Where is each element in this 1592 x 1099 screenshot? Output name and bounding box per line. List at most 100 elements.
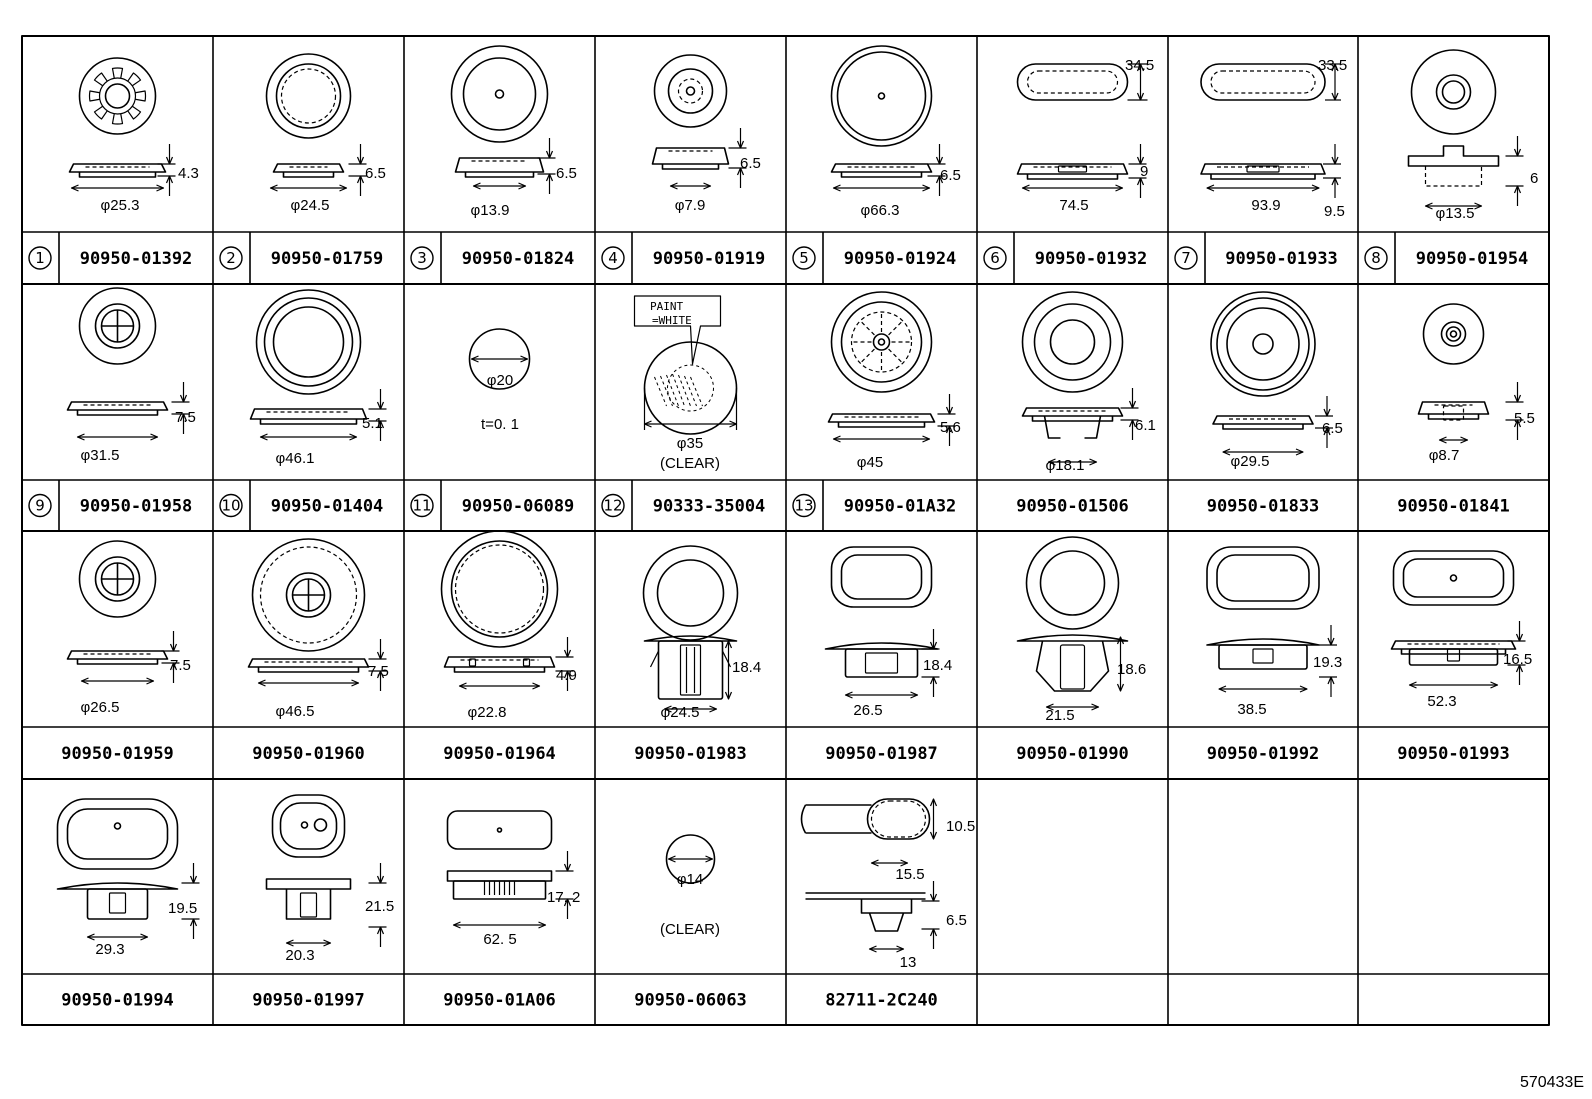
- dimension-label: 20.3: [285, 947, 314, 964]
- part-drawing: [1021, 291, 1139, 466]
- part-drawing: [827, 291, 956, 446]
- callout-number: 11: [410, 493, 434, 518]
- callout-number: 9: [28, 493, 52, 518]
- dimension-label: φ24.5: [291, 197, 330, 214]
- part-number: 90950-01958: [80, 497, 193, 517]
- dimension-label: 4.9: [556, 667, 577, 684]
- dimension-label: φ35: [677, 435, 703, 452]
- dimension-label: φ13.5: [1436, 205, 1475, 222]
- dimension-label: φ22.8: [468, 704, 507, 721]
- part-number: 90950-06063: [634, 991, 747, 1011]
- dimension-label: 18.4: [923, 657, 952, 674]
- part-drawing: [830, 45, 946, 196]
- callout-number-text: 5: [799, 249, 809, 267]
- part-number: 90950-01987: [825, 744, 938, 764]
- part-number: 90950-01990: [1016, 744, 1129, 764]
- part-drawing: [68, 57, 176, 196]
- dimension-label: φ7.9: [675, 197, 706, 214]
- callout-number: 13: [792, 493, 816, 518]
- part-cell: φ14(CLEAR)90950-06063: [634, 871, 747, 1011]
- dimension-label: 26.5: [853, 702, 882, 719]
- callout-number-text: 6: [990, 249, 1000, 267]
- table-grid: [21, 35, 1550, 1026]
- part-drawing: [265, 794, 387, 947]
- part-drawing: [265, 53, 367, 196]
- part-number: 90950-01992: [1207, 744, 1320, 764]
- dimension-label: 13: [900, 954, 917, 971]
- dimension-label: φ29.5: [1231, 453, 1270, 470]
- part-cell: 4.9 φ22.8 90950-01964: [443, 667, 577, 764]
- part-drawings: [56, 45, 1526, 953]
- part-number: 90950-01964: [443, 744, 556, 764]
- part-number: 90950-01959: [61, 744, 174, 764]
- part-number: 90950-06089: [462, 497, 575, 517]
- callout-number-text: 3: [417, 249, 427, 267]
- callout-number: 4: [601, 246, 625, 270]
- dimension-label: φ46.5: [276, 703, 315, 720]
- callout-number: 5: [792, 246, 816, 270]
- part-number: 90950-01841: [1397, 497, 1510, 517]
- dimension-label: 5.5: [1514, 410, 1535, 427]
- dimension-label: 33.5: [1318, 57, 1347, 74]
- part-number: 90950-01833: [1207, 497, 1320, 517]
- part-drawing: [66, 540, 180, 685]
- callout-number-text: 1: [35, 249, 45, 267]
- dimension-label: 19.5: [168, 900, 197, 917]
- part-number: 90950-01759: [271, 249, 384, 269]
- part-drawing: [642, 545, 739, 713]
- dimension-label: 10.5: [946, 818, 975, 835]
- dimension-label: 6.5: [1322, 420, 1343, 437]
- part-drawing: [1206, 546, 1337, 697]
- dimension-label: 7.5: [368, 663, 389, 680]
- callout-number: 8: [1364, 246, 1388, 270]
- part-number: 90950-01924: [844, 249, 957, 269]
- dimension-label: 6: [1530, 170, 1538, 187]
- dimension-label: 21.5: [1045, 707, 1074, 724]
- part-number: 90950-01932: [1035, 249, 1148, 269]
- part-number: 90950-01994: [61, 991, 174, 1011]
- part-drawing: [651, 54, 747, 190]
- part-number: 82711-2C240: [825, 991, 938, 1011]
- part-number: 90950-01A06: [443, 991, 556, 1011]
- part-cell: 18.4 26.5 90950-01987: [825, 657, 952, 764]
- callout-number-text: 4: [608, 249, 618, 267]
- dimension-label: 17. 2: [547, 889, 580, 906]
- dimension-label: φ13.9: [471, 202, 510, 219]
- callout-number-text: 10: [221, 497, 240, 515]
- part-drawing: [468, 328, 531, 390]
- callout-number: 2: [219, 246, 243, 270]
- dimension-label: 9.5: [1324, 203, 1345, 220]
- part-number: 90950-01506: [1016, 497, 1129, 517]
- dimension-label: 6.1: [1135, 417, 1156, 434]
- dimension-label: (CLEAR): [660, 921, 720, 938]
- dimension-label: φ8.7: [1429, 447, 1460, 464]
- dimension-label: φ25.3: [101, 197, 140, 214]
- part-number: 90950-01983: [634, 744, 747, 764]
- part-number: 90950-01993: [1397, 744, 1510, 764]
- dimension-label: φ18.1: [1046, 457, 1085, 474]
- dimension-label: 52.3: [1427, 693, 1456, 710]
- part-drawing: [1016, 63, 1148, 198]
- dimension-label: 4.3: [178, 165, 199, 182]
- callout-number-text: 7: [1181, 249, 1191, 267]
- part-drawing: [800, 798, 940, 953]
- dimension-label: φ26.5: [81, 699, 120, 716]
- dimension-label: φ66.3: [861, 202, 900, 219]
- dimension-label: t=0. 1: [481, 416, 519, 433]
- dimension-label: 18.6: [1117, 661, 1146, 678]
- dimension-label: φ45: [857, 454, 883, 471]
- part-drawing: [247, 538, 387, 691]
- dimension-label: 6.5: [940, 167, 961, 184]
